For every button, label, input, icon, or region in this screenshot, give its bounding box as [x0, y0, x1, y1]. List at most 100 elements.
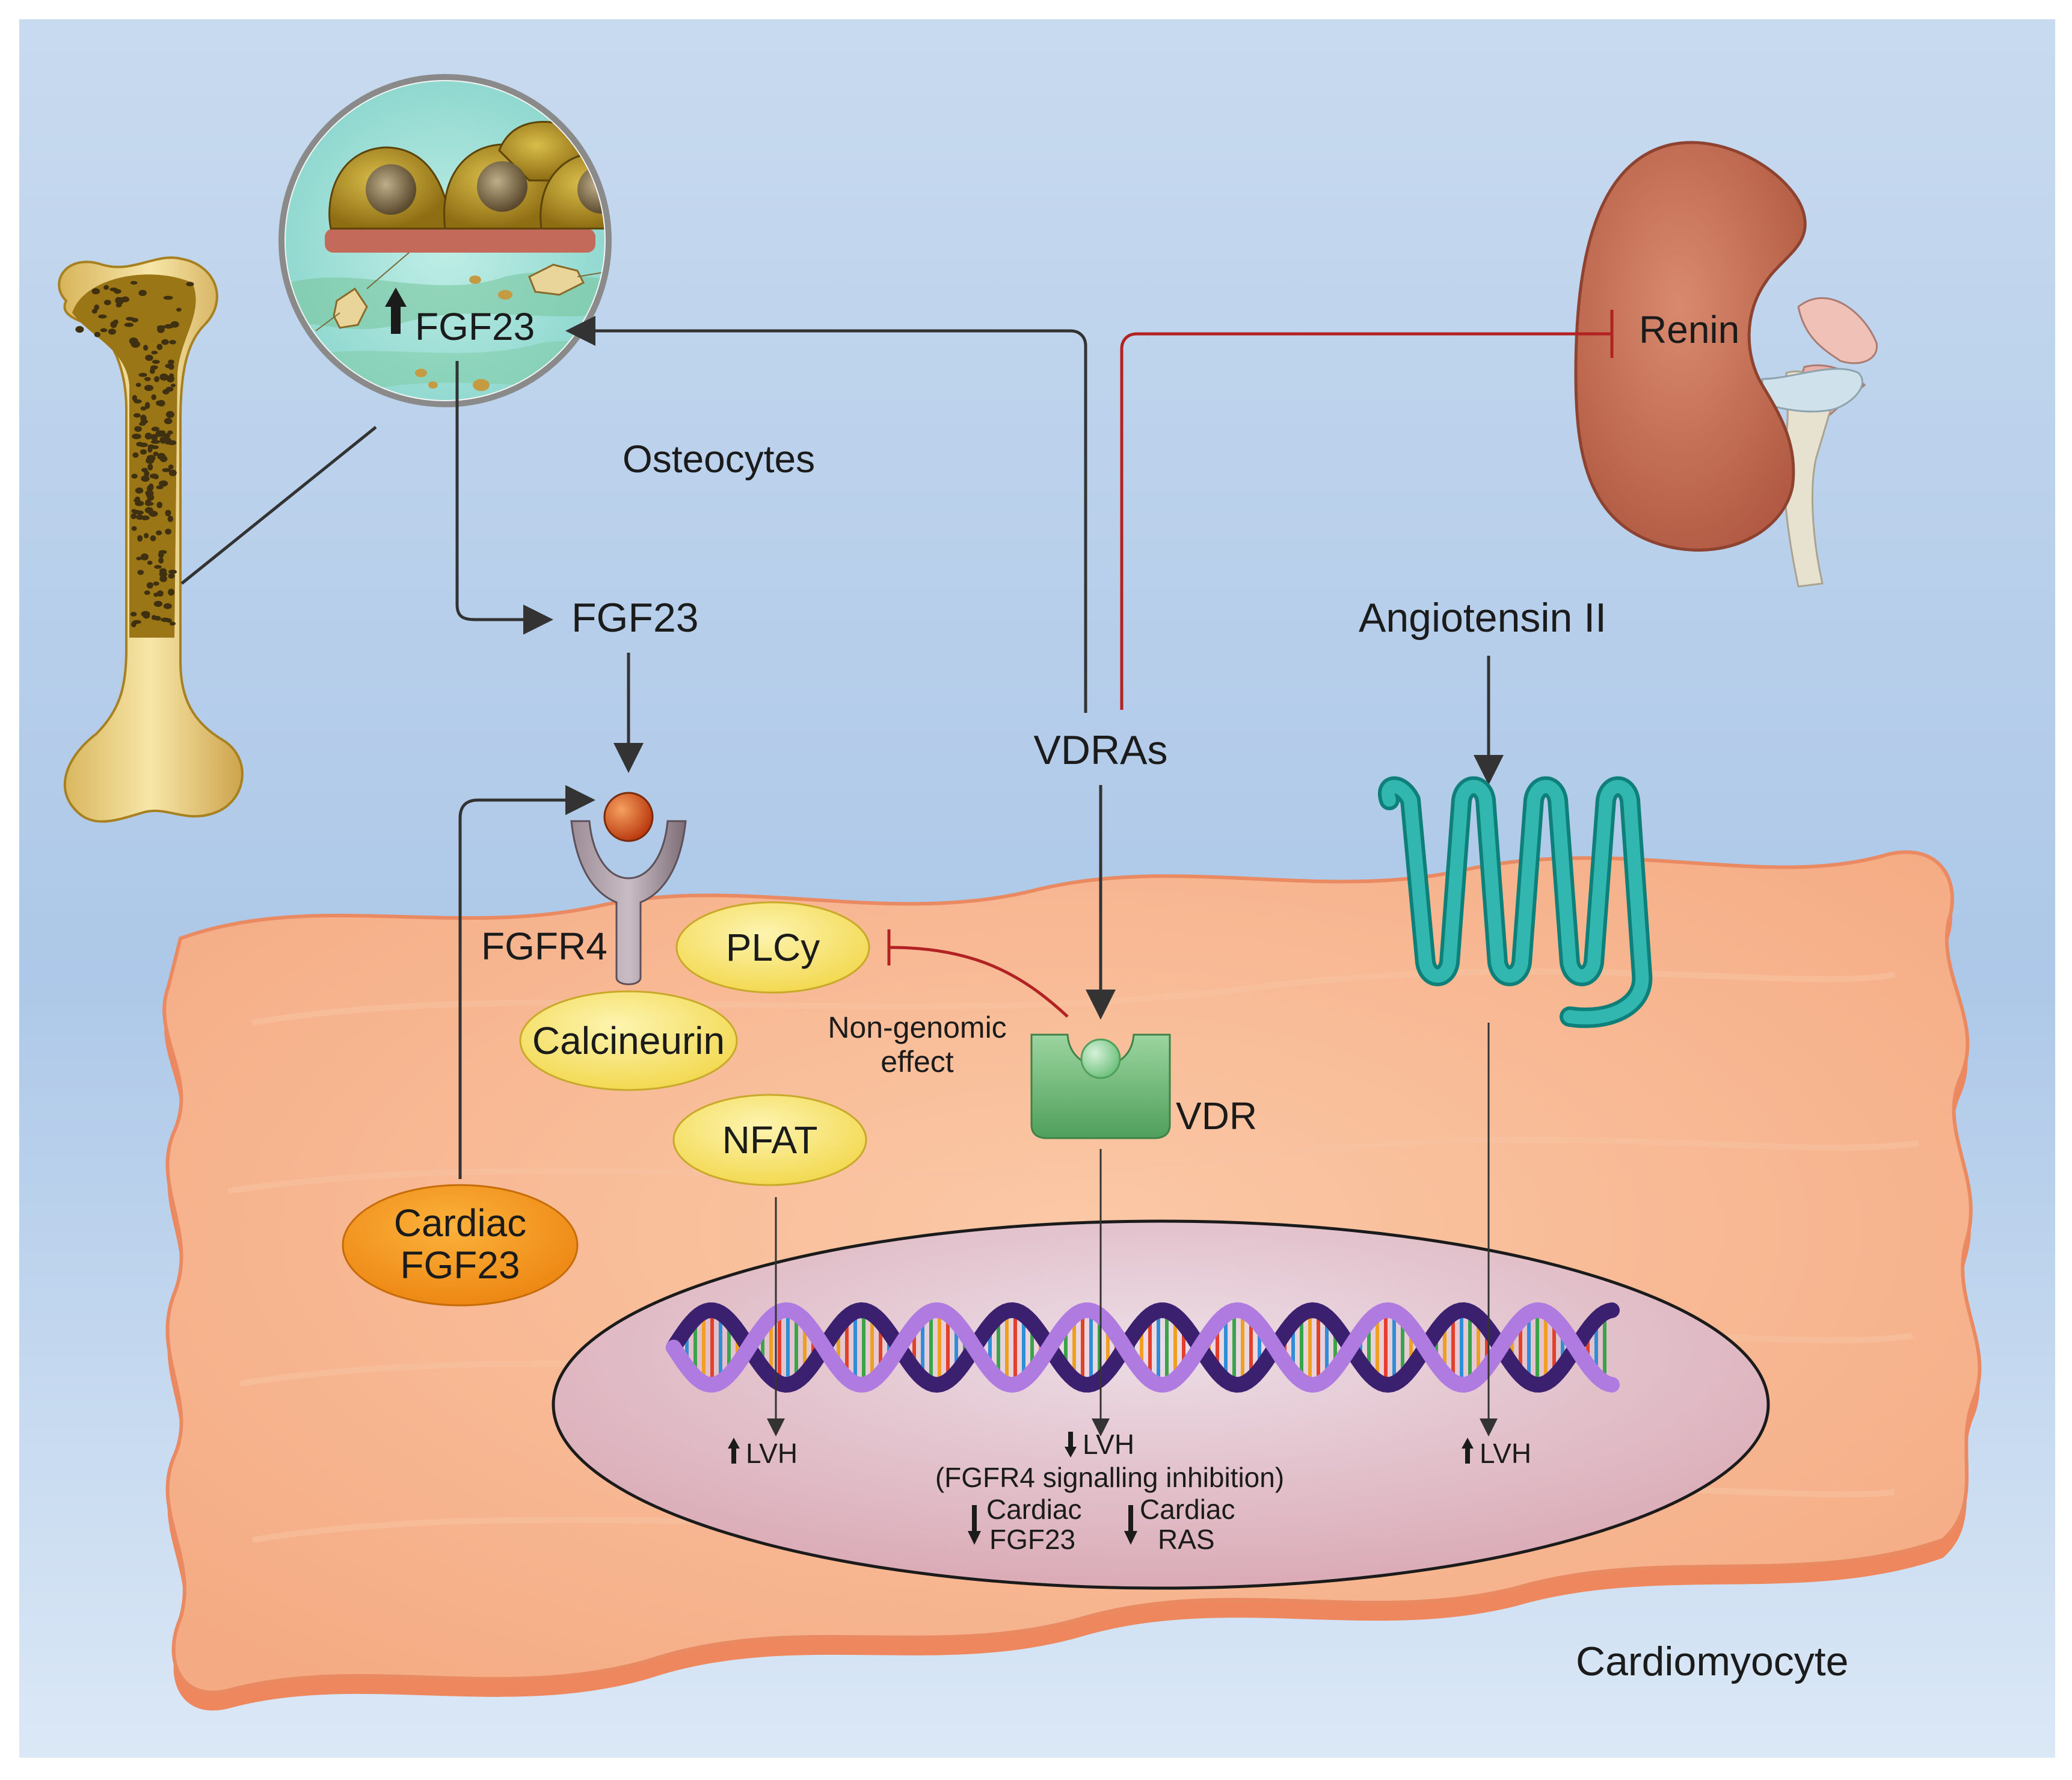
bone-pore [165, 528, 171, 535]
bone-pore [167, 516, 173, 522]
bone-pore [162, 389, 170, 395]
bone-pore [156, 343, 163, 350]
bone-pore [152, 360, 160, 364]
bone-pore [100, 328, 108, 333]
bone-pore [141, 475, 150, 482]
lvh-center-label: LVH [1083, 1429, 1134, 1460]
bone-pore [162, 468, 171, 472]
bone-pore [164, 417, 173, 425]
bone-pore [144, 532, 149, 538]
bone-pore [150, 445, 159, 449]
bone-pore [130, 281, 138, 285]
inhibition-lines [887, 310, 1614, 1018]
bone-pore [135, 500, 144, 507]
bone-pore [135, 510, 144, 515]
fgfr4-label: FGFR4 [481, 925, 607, 968]
fgf23-up-marker [385, 288, 407, 334]
bone-pore [161, 339, 169, 345]
bone-pore [114, 289, 121, 294]
bone-pore [157, 590, 164, 597]
bone-pore [141, 611, 150, 617]
cardiac-ras-down-group: Cardiac RAS [1124, 1494, 1235, 1555]
bone-pore [135, 487, 144, 494]
fgf23-bone-label: FGF23 [415, 305, 535, 348]
bone-pore [147, 560, 153, 565]
bone-pore [168, 359, 174, 365]
bone-pore [167, 430, 173, 435]
bone-pore [144, 377, 151, 381]
cardiac-fgf23-down-line2: FGF23 [989, 1524, 1075, 1555]
angiotensin-label: Angiotensin II [1359, 595, 1606, 641]
bone-fgf23-release-arrow [455, 361, 553, 635]
bone-pore [126, 316, 135, 321]
bone-pore [168, 464, 174, 470]
vdra-ligand [1080, 1038, 1121, 1079]
bone-pore [139, 442, 148, 448]
dna-helix [666, 1302, 1620, 1393]
bone-pore [140, 419, 149, 423]
vdras-to-fgf23-arrow [565, 316, 1087, 713]
lvh-right-group: LVH [1462, 1438, 1531, 1469]
fgf23-ligand [603, 792, 654, 842]
bone-pore [150, 367, 156, 372]
bone-pore [103, 285, 109, 290]
bone-pore [108, 328, 116, 335]
lvh-left-label: LVH [746, 1438, 798, 1469]
angiotensin-receptor [1378, 776, 1653, 1028]
dna-strand [666, 1302, 1620, 1393]
bone-pore [151, 351, 158, 355]
bone-pore [159, 373, 168, 381]
bone-pore [131, 526, 137, 531]
bone-pore [124, 322, 134, 327]
bone-pore [153, 451, 159, 457]
bone-pore [154, 376, 160, 383]
bone-pore [131, 513, 137, 519]
vdr-inhibit-plcy [890, 946, 1069, 1018]
bone-zoom-line [180, 426, 377, 585]
bone-pore [137, 535, 143, 542]
bone-pore [168, 573, 175, 579]
non-genomic-label-line1: Non-genomic [828, 1011, 1006, 1044]
bone-pore [168, 469, 177, 476]
bone-pore [103, 300, 111, 306]
bone-pore [140, 553, 149, 561]
bone-pore [157, 430, 166, 434]
cardiac-fgf23-down-line1: Cardiac [986, 1494, 1082, 1525]
cardiac-ras-down-line1: Cardiac [1140, 1494, 1235, 1525]
bone-pore [163, 433, 171, 439]
bone-pore [144, 507, 153, 514]
lvh-right-label: LVH [1480, 1438, 1531, 1469]
lvh-left-group: LVH [728, 1438, 798, 1469]
bone-pore [141, 467, 148, 473]
bone-pore [148, 483, 154, 491]
bone-pore [138, 289, 147, 297]
plcy-protein: PLCy [675, 901, 870, 994]
bone-pore [186, 282, 194, 286]
bone-pore [153, 434, 158, 441]
vdras-label: VDRAs [1034, 727, 1168, 773]
bone-pore [131, 473, 138, 479]
vdras-inhibit-renin [1120, 332, 1612, 710]
osteocytes-label: Osteocytes [623, 437, 815, 481]
bone-pore [94, 331, 100, 337]
cardiac-fgf23-label-line2: FGF23 [400, 1243, 520, 1287]
bone-pore [147, 494, 155, 501]
bone-pore [168, 363, 174, 370]
cardiac-fgf23-loop-arrow [458, 785, 595, 1179]
bone-pore [149, 473, 159, 479]
bone-pore [164, 437, 171, 442]
cardiac-fgf23-label-line1: Cardiac [394, 1201, 527, 1245]
bone-pore [151, 394, 156, 400]
pathway-arrows [455, 316, 1504, 1179]
bone-pore [141, 515, 150, 520]
bone-pore [146, 457, 155, 464]
bone-pore [154, 615, 161, 621]
bone-pore [166, 375, 174, 383]
bone-pore [115, 297, 122, 304]
bone-pore [170, 383, 176, 387]
nuclear-arrows [767, 1023, 1498, 1437]
fgfr4-inhibition-label: (FGFR4 signalling inhibition) [935, 1462, 1284, 1493]
bone-pore [176, 307, 182, 312]
bone-pore [169, 621, 176, 626]
